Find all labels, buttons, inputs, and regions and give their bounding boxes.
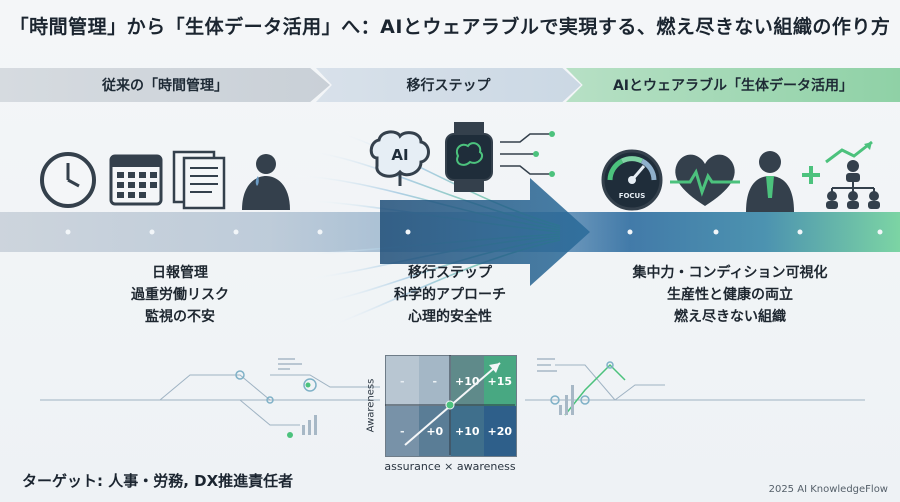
matrix-y-label: Awareness xyxy=(365,378,377,432)
biodata-point: 生産性と健康の両立 xyxy=(667,287,793,303)
clock-icon xyxy=(40,152,96,208)
growth-plus-icon xyxy=(802,166,820,184)
network-decoration-left xyxy=(40,358,380,438)
focus-gauge-icon: FOCUS xyxy=(601,149,663,211)
ai-label: AI xyxy=(391,146,408,164)
biodata-point: 燃え尽きない組織 xyxy=(674,309,786,325)
heartbeat-icon xyxy=(670,154,740,206)
gauge-label: FOCUS xyxy=(619,192,646,200)
traditional-point: 監視の不安 xyxy=(145,309,215,325)
smartwatch-icon xyxy=(445,122,493,192)
matrix-y-axis: Awareness xyxy=(363,355,379,455)
page-title: 「時間管理」から「生体データ活用」へ：AIとウェアラブルで実現する、燃え尽きない… xyxy=(9,16,891,38)
traditional-point: 日報管理 xyxy=(152,265,208,281)
businessman-icon xyxy=(746,151,794,212)
matrix-cell: - xyxy=(386,406,419,456)
calendar-icon xyxy=(109,154,163,206)
matrix-cell: +20 xyxy=(483,406,516,456)
traditional-points: 日報管理 過重労働リスク 監視の不安 xyxy=(80,262,280,328)
stressed-person-icon xyxy=(242,154,290,210)
banner-traditional-label: 従来の「時間管理」 xyxy=(102,78,228,94)
matrix-cell: - xyxy=(418,356,451,406)
biodata-point: 集中力・コンディション可視化 xyxy=(632,265,828,281)
matrix-trend-arrow xyxy=(385,355,515,455)
team-org-icon xyxy=(825,140,880,209)
matrix-cell: +10 xyxy=(451,406,484,456)
circuit-lines-icon xyxy=(500,131,555,177)
matrix-cell: - xyxy=(386,356,419,406)
ai-brain-icon: AI xyxy=(369,130,430,186)
banner-transition-label: 移行ステップ xyxy=(406,78,491,94)
transition-points: 移行ステップ 科学的アプローチ 心理的安全性 xyxy=(365,262,535,328)
banner-biodata-label: AIとウェアラブル「生体データ活用」 xyxy=(612,78,854,94)
transition-point: 心理的安全性 xyxy=(408,309,492,325)
target-audience: ターゲット: 人事・労務, DX推進責任者 xyxy=(22,472,294,490)
banner-transition: 移行ステップ xyxy=(316,68,581,102)
matrix-cell: +0 xyxy=(418,406,451,456)
banner-biodata: AIとウェアラブル「生体データ活用」 xyxy=(566,68,900,102)
traditional-point: 過重労働リスク xyxy=(131,287,229,303)
matrix-x-label: assurance × awareness xyxy=(384,460,516,473)
network-decoration-right xyxy=(525,358,865,416)
credit: 2025 AI KnowledgeFlow xyxy=(768,484,888,495)
banner-traditional: 従来の「時間管理」 xyxy=(0,68,330,102)
biodata-points: 集中力・コンディション可視化 生産性と健康の両立 燃え尽きない組織 xyxy=(590,262,870,328)
transition-point: 移行ステップ xyxy=(408,265,492,281)
transition-arrow xyxy=(380,178,590,286)
documents-icon xyxy=(172,150,226,210)
transition-point: 科学的アプローチ xyxy=(394,287,506,303)
